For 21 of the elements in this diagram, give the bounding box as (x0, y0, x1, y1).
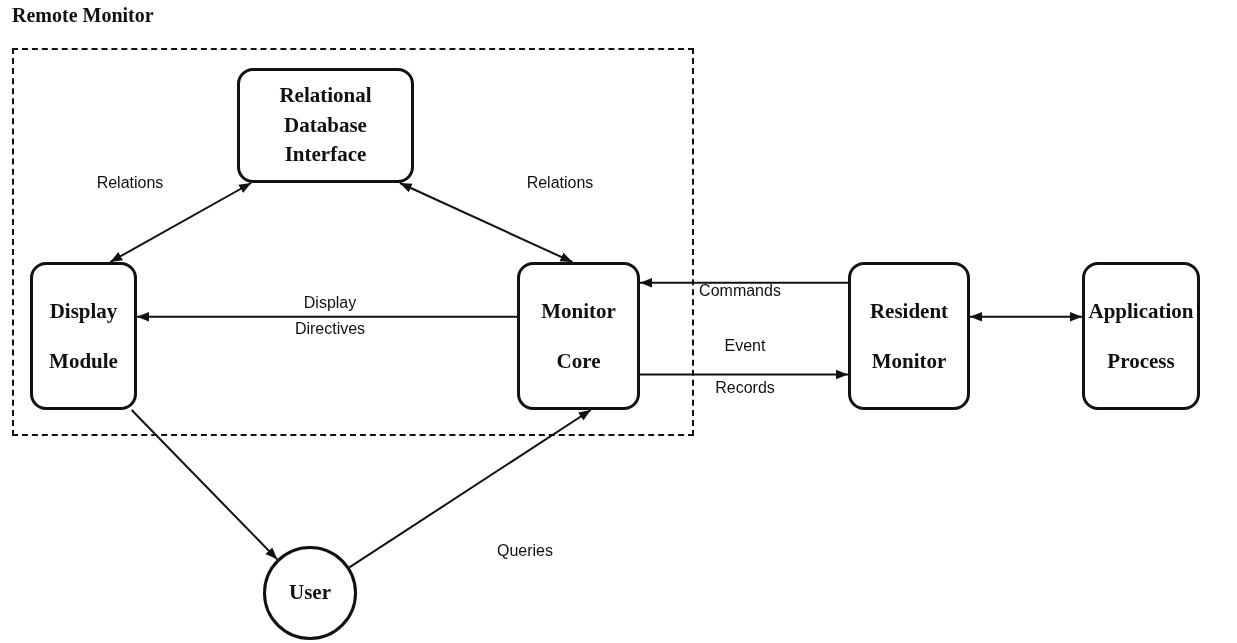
arrow (109, 182, 253, 263)
arrow (639, 277, 849, 288)
process-box: Display Module (30, 262, 137, 410)
arrow (639, 369, 849, 380)
edge-label: Relations (525, 173, 595, 193)
edge-label: Commands (698, 281, 782, 301)
arrow (969, 311, 1083, 322)
edge-label: Queries (496, 541, 554, 561)
arrow (348, 409, 592, 569)
process-box: Resident Monitor (848, 262, 970, 410)
arrow (398, 182, 574, 263)
edge-label: Display Directives (293, 293, 367, 339)
process-box: Relational Database Interface (237, 68, 414, 183)
actor-circle: User (263, 546, 357, 640)
process-box: Monitor Core (517, 262, 640, 410)
arrow (130, 409, 279, 561)
process-box: Application Process (1082, 262, 1200, 410)
arrow (136, 311, 518, 322)
edge-label: Relations (95, 173, 165, 193)
group-title: Remote Monitor (12, 4, 154, 27)
edge-label: Event Records (714, 336, 776, 398)
